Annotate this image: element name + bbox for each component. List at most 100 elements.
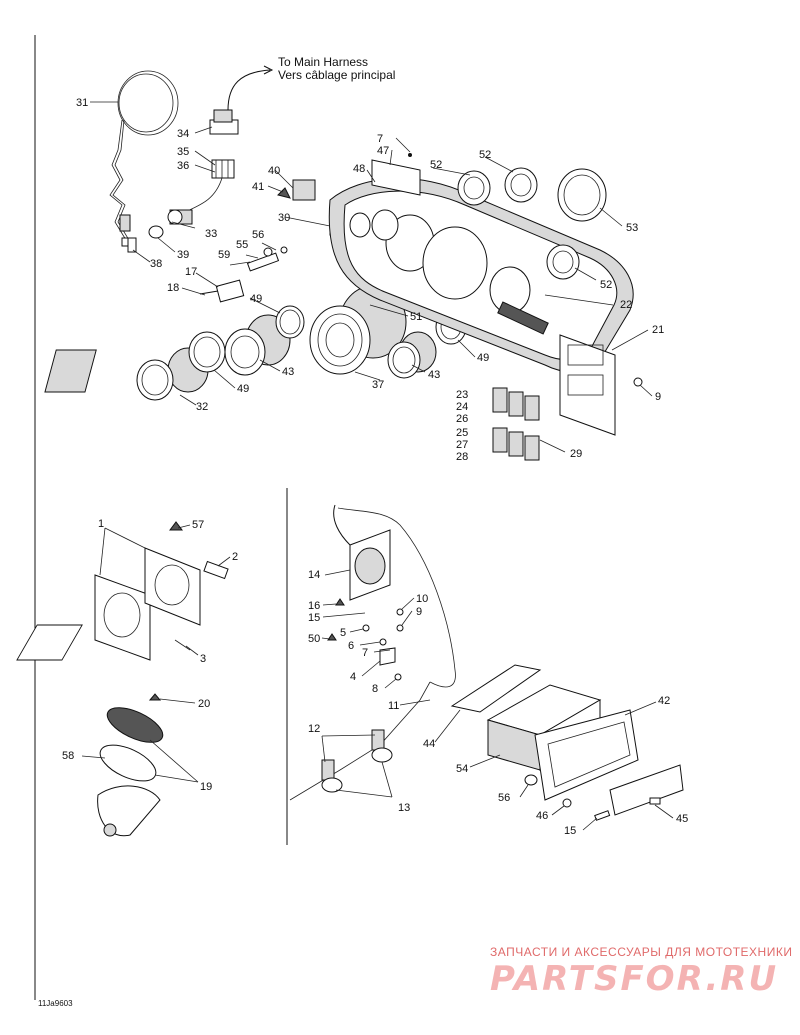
callout-52-c: 52 [600, 279, 612, 291]
switches-12-13 [289, 681, 431, 801]
callout-51: 51 [410, 311, 422, 323]
harness-note-line2: Vers câblage principal [278, 68, 395, 82]
callout-40: 40 [268, 165, 280, 177]
callout-9-top: 9 [655, 391, 661, 403]
callout-56-bottom: 56 [498, 792, 510, 804]
watermark-line1: ЗАПЧАСТИ И АКСЕССУАРЫ ДЛЯ МОТОТЕХНИКИ [490, 945, 792, 959]
bracket-47 [371, 153, 421, 196]
callout-32: 32 [196, 401, 208, 413]
bezel-49-left [188, 331, 226, 373]
vent-assembly-1 [94, 521, 229, 661]
connector-34 [184, 109, 239, 213]
cable-31 [109, 70, 179, 247]
callout-35: 35 [177, 146, 189, 158]
frame-lines [34, 35, 288, 1000]
cap-52-b [504, 167, 538, 203]
switch-33 [127, 209, 193, 253]
callout-28: 28 [456, 451, 468, 463]
callout-50: 50 [308, 633, 320, 645]
callout-49-right: 49 [477, 352, 489, 364]
gauge-43-right [387, 331, 437, 379]
callout-14: 14 [308, 569, 320, 581]
callout-53: 53 [626, 222, 638, 234]
callout-34: 34 [177, 128, 189, 140]
callout-30: 30 [278, 212, 290, 224]
callout-9-bottom: 9 [416, 606, 422, 618]
callout-5: 5 [340, 627, 346, 639]
cover-45 [609, 764, 684, 816]
callout-3: 3 [200, 653, 206, 665]
cup-holder-19 [97, 693, 164, 837]
callout-10: 10 [416, 593, 428, 605]
callout-6: 6 [348, 640, 354, 652]
callout-25: 25 [456, 427, 468, 439]
callout-42: 42 [658, 695, 670, 707]
callout-11: 11 [388, 700, 399, 712]
callout-54: 54 [456, 763, 468, 775]
callout-41: 41 [252, 181, 264, 193]
drawing-code: 11Ja9603 [38, 999, 73, 1008]
callout-15-top: 15 [308, 612, 320, 624]
callout-52-a: 52 [430, 159, 442, 171]
bezel-49-mid [275, 305, 305, 339]
callout-31: 31 [76, 97, 88, 109]
harness-note: To Main Harness Vers câblage principal [227, 55, 395, 111]
callout-57: 57 [192, 519, 204, 531]
fasteners-55-59 [199, 246, 288, 303]
watermark-line2: PARTSFOR.RU [490, 959, 778, 999]
callout-43-right: 43 [428, 369, 440, 381]
callout-17: 17 [185, 266, 197, 278]
callout-59: 59 [218, 249, 230, 261]
callout-20: 20 [198, 698, 210, 710]
callout-23: 23 [456, 389, 468, 401]
callout-56: 56 [252, 229, 264, 241]
speaker-hardware [16, 598, 404, 681]
switches-23-28 [492, 387, 540, 461]
callout-4: 4 [350, 671, 356, 683]
gauge-32 [44, 347, 209, 401]
callout-37: 37 [372, 379, 384, 391]
callout-22: 22 [620, 299, 632, 311]
callout-12: 12 [308, 723, 320, 735]
callout-55: 55 [236, 239, 248, 251]
callout-52-b: 52 [479, 149, 491, 161]
callout-26: 26 [456, 413, 468, 425]
callout-15-bottom: 15 [564, 825, 576, 837]
callout-16: 16 [308, 600, 320, 612]
frame-42 [534, 709, 639, 801]
cap-52-a [457, 170, 491, 206]
callout-27: 27 [456, 439, 468, 451]
callout-7-top: 7 [377, 133, 383, 145]
callout-19: 19 [200, 781, 212, 793]
callout-38: 38 [150, 258, 162, 270]
callout-48: 48 [353, 163, 365, 175]
leaders-right-bottom [321, 569, 674, 831]
stereo-hardware [524, 774, 611, 821]
callout-18: 18 [167, 282, 179, 294]
instrument-panel-22 [328, 178, 634, 373]
callout-49-left: 49 [237, 383, 249, 395]
callout-47: 47 [377, 145, 389, 157]
callout-13: 13 [398, 802, 410, 814]
leaders-top [90, 101, 653, 453]
callout-labels: 31 34 7 47 35 52 52 36 48 40 41 30 53 33… [62, 97, 688, 837]
speaker-14 [333, 504, 456, 688]
callout-49-top: 49 [250, 293, 262, 305]
callout-45: 45 [676, 813, 688, 825]
cap-52-c [546, 244, 580, 280]
callout-46: 46 [536, 810, 548, 822]
cap-53 [557, 168, 607, 222]
callout-21: 21 [652, 324, 664, 336]
callout-1: 1 [98, 518, 104, 530]
leaders-left-bottom [81, 524, 231, 783]
callout-36: 36 [177, 160, 189, 172]
switch-bezel-21 [559, 334, 643, 436]
harness-note-line1: To Main Harness [278, 55, 368, 69]
callout-39: 39 [177, 249, 189, 261]
callout-58: 58 [62, 750, 74, 762]
watermark: ЗАПЧАСТИ И АКСЕССУАРЫ ДЛЯ МОТОТЕХНИКИ PA… [490, 945, 792, 999]
callout-43-left: 43 [282, 366, 294, 378]
callout-29: 29 [570, 448, 582, 460]
callout-2: 2 [232, 551, 238, 563]
